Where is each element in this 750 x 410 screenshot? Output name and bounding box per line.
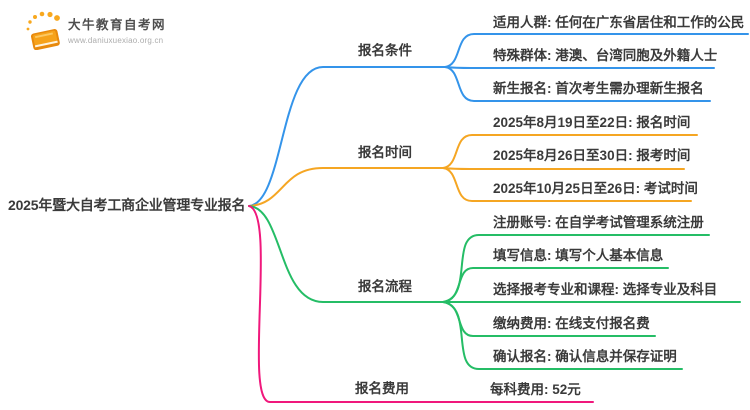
leaf-node: 2025年10月25日至26日: 考试时间	[493, 181, 698, 196]
branch-label-process: 报名流程	[358, 279, 412, 294]
root-node: 2025年暨大自考工商企业管理专业报名	[8, 197, 246, 213]
leaf-node: 特殊群体: 港澳、台湾同胞及外籍人士	[493, 48, 718, 63]
leaf-connector	[442, 301, 683, 370]
branch-time-line	[248, 167, 444, 207]
leaf-node: 确认报名: 确认信息并保存证明	[493, 349, 677, 364]
leaf-node: 注册账号: 在自学考试管理系统注册	[493, 215, 704, 230]
leaf-node: 填写信息: 填写个人基本信息	[493, 248, 664, 263]
leaf-connector	[442, 167, 685, 170]
logo-url: www.daniuxuexiao.org.cn	[68, 36, 164, 45]
site-logo: 大牛教育自考网 www.daniuxuexiao.org.cn	[24, 10, 166, 50]
leaf-node: 选择报考专业和课程: 选择专业及科目	[493, 282, 718, 297]
branch-label-fee: 报名费用	[355, 381, 409, 396]
leaf-connector	[444, 66, 711, 102]
branch-process-line	[248, 205, 444, 303]
leaf-node: 2025年8月26日至30日: 报考时间	[493, 148, 691, 163]
branch-label-time: 报名时间	[358, 145, 412, 160]
leaf-node: 适用人群: 任何在广东省居住和工作的公民	[493, 15, 745, 30]
branch-conditions-line	[248, 66, 446, 207]
branch-fee-line	[248, 205, 594, 403]
leaf-node: 缴纳费用: 在线支付报名费	[493, 316, 650, 331]
leaf-connector	[442, 134, 698, 169]
leaf-connector	[444, 66, 715, 69]
book-logo-icon	[26, 11, 60, 50]
leaf-node: 2025年8月19日至22日: 报名时间	[493, 115, 691, 130]
leaf-node: 新生报名: 首次考生需办理新生报名	[493, 81, 704, 96]
leaf-connector	[444, 33, 749, 68]
branch-label-conditions: 报名条件	[358, 43, 412, 58]
logo-title: 大牛教育自考网	[68, 18, 167, 32]
leaf-connector	[442, 267, 669, 303]
leaf-node: 每科费用: 52元	[490, 382, 581, 397]
leaf-connector	[442, 167, 692, 202]
